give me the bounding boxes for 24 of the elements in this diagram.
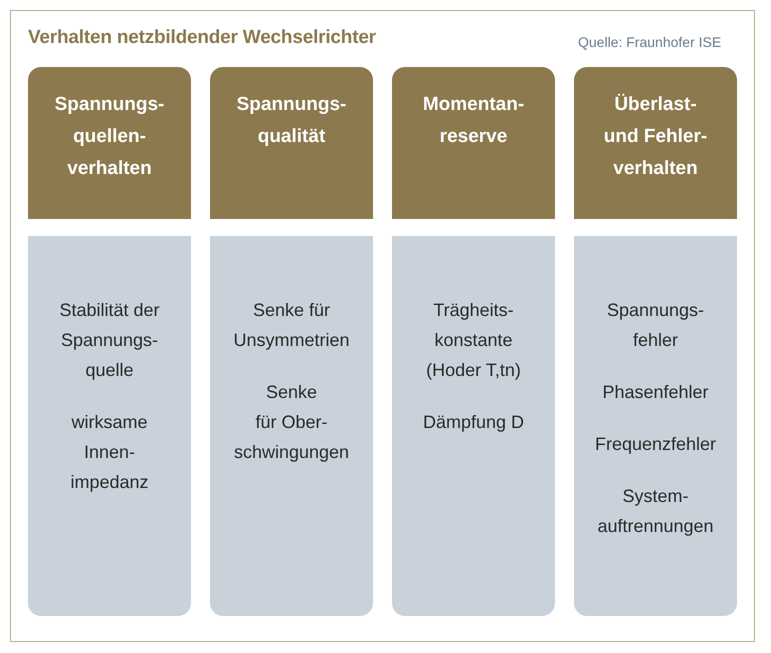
- detail-text: Dämpfung D: [422, 411, 524, 434]
- category-header: [210, 67, 373, 219]
- detail-text: Phasenfehler: [602, 381, 709, 404]
- diagram-title: Verhalten netzbildender Wechselrichter: [28, 27, 376, 49]
- detail-text: Senke für Unsymmetrien: [233, 299, 350, 352]
- header-title: Spannungs- quellen- verhalten: [54, 93, 164, 181]
- detail-panel: [392, 236, 555, 616]
- header-title: Momentan- reserve: [422, 93, 524, 149]
- detail-text: Trägheits- konstante (Hoder T,tn): [426, 299, 521, 382]
- detail-text: Stabilität der Spannungs- quelle: [59, 299, 160, 382]
- detail-panel: [28, 236, 191, 616]
- detail-text: Frequenzfehler: [594, 433, 716, 456]
- detail-panel: [574, 236, 737, 616]
- source-note: Quelle: Fraunhofer ISE: [578, 34, 722, 50]
- category-header: [392, 67, 555, 219]
- detail-text: Spannungs- fehler: [606, 299, 704, 352]
- detail-text: System- auftrennungen: [597, 485, 714, 538]
- category-header: [28, 67, 191, 219]
- detail-text: Senke für Ober- schwingungen: [234, 381, 350, 464]
- detail-panel: [210, 236, 373, 616]
- category-header: [574, 67, 737, 219]
- detail-text: wirksame Innen- impedanz: [70, 411, 149, 494]
- header-title: Spannungs- qualität: [236, 93, 346, 149]
- header-title: Überlast- und Fehler- verhalten: [604, 92, 708, 181]
